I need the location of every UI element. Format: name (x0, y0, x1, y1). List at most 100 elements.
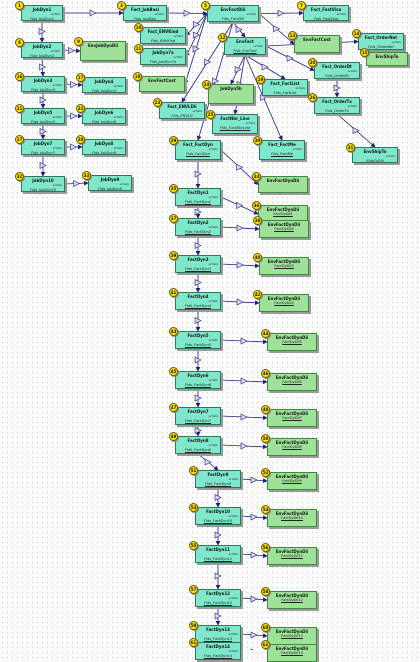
node-ref-link[interactable]: FactDyDii1 (273, 212, 293, 216)
node-ref-link[interactable]: Flds_JobDyn6 (91, 120, 116, 124)
node-ref-link[interactable]: Flds_ENVLD (171, 114, 193, 118)
node-ref-link[interactable]: Flds_JobDyn4 (91, 89, 116, 93)
node-ref-link[interactable]: FactDyDii5 (282, 340, 302, 344)
node-envfactdyndii[interactable]: EnvFactDynDii (258, 176, 308, 193)
node-ref-link[interactable]: Flds_JobDyn5 (30, 120, 55, 124)
node-ref-link[interactable]: Flds_JobDyn10 (29, 188, 57, 192)
node-ref-link[interactable]: Flds_FactNbrLine (219, 126, 251, 130)
node-ref-link[interactable]: Flds_JobDyn8 (91, 151, 116, 155)
node-ref-link[interactable]: Flds_FactMe (271, 152, 293, 156)
node-envjobdyndii[interactable]: EnvJobDynDii (80, 41, 126, 61)
node-ref-link[interactable]: Flds_FactList (273, 91, 297, 95)
node-envfactcost2[interactable]: EnvFactCost (139, 76, 185, 92)
node-ref-link[interactable]: FactDyDii4 (274, 301, 294, 305)
node-ref-link[interactable]: Flds_FactDyn10 (203, 519, 233, 523)
node-envshipto_top[interactable]: EnvShipTo (366, 52, 408, 66)
node-ref-link[interactable]: Flds_FactDyn14 (203, 654, 233, 658)
node-ref-link[interactable]: Flds_FactDyn3 (184, 267, 212, 271)
node-ref-link[interactable]: Flds_JobDyn1 (29, 17, 54, 21)
node-ref-link[interactable]: Flds_FactDyn5 (184, 343, 212, 347)
node-ref-link[interactable]: FactDyDii13 (281, 634, 303, 638)
node-ref-link[interactable]: Flds_FactDyn2 (184, 230, 212, 234)
node-ref-link[interactable]: FactDyDii7 (282, 416, 302, 420)
node-ref-link[interactable]: FactDyDii2 (274, 227, 294, 231)
node-ref-link[interactable]: Flds_OrderTx (325, 109, 349, 113)
node-ref-link[interactable]: Flds_FactDyn (186, 152, 210, 156)
node-ref-link[interactable]: FactDyDii3 (274, 264, 294, 268)
node-ref-link[interactable]: Flds_FactDyn9 (204, 482, 232, 486)
node-ref-link[interactable]: FactDyDii12 (281, 598, 303, 602)
node-ref-link[interactable]: Flds_FactDyn12 (203, 601, 233, 605)
node-ref-link[interactable]: Flds_FactDyn11 (203, 557, 233, 561)
node-ref-link[interactable]: Flds_FactDyn8 (184, 448, 212, 452)
node-ref-link[interactable]: FactDyDii10 (281, 516, 303, 520)
node-ref-link[interactable]: Flds_JobDyn9 (97, 187, 122, 191)
node-ref-link[interactable]: Flds_JobBasi (133, 17, 157, 21)
node-ref-link[interactable]: Flds_OrderNet (368, 45, 394, 49)
node-ref-link[interactable]: Flds_JobDyn2 (29, 54, 54, 58)
node-ref-link[interactable]: FactDyDii11 (281, 554, 303, 558)
node-ref-link[interactable]: FactDyDii6 (282, 380, 302, 384)
node-envfactcost[interactable]: EnvFactCost (294, 35, 340, 53)
node-ref-link[interactable]: Flds_JobDyn3 (30, 88, 55, 92)
node-ref-link[interactable]: FactDyDii9 (282, 479, 302, 483)
node-ref-link[interactable]: FactDyDii8 (282, 445, 302, 449)
node-jobdyn5b[interactable]: JobDyn5b (208, 84, 254, 104)
node-ref-link[interactable]: Flds_FactDyn1 (184, 200, 212, 204)
node-ref-link[interactable]: Flds_ENVKind (150, 39, 176, 43)
node-ref-link[interactable]: ShipToDiii (366, 159, 384, 163)
node-ref-link[interactable]: Flds_FastVisa (313, 17, 339, 21)
node-ref-link[interactable]: Flds_OrderDt (325, 74, 349, 78)
node-ref-link[interactable]: Flds_EnvFact (233, 49, 257, 53)
node-ref-link[interactable]: Flds_FactDyn13 (203, 637, 233, 641)
node-ref-link[interactable]: Flds_FactDiii (221, 17, 245, 21)
node-ref-link[interactable]: Flds_FactDyn6 (184, 383, 212, 387)
node-ref-link[interactable]: FactDyDii14 (281, 651, 303, 655)
node-ref-link[interactable]: Flds_JobDyn7a (149, 60, 177, 64)
node-ref-link[interactable]: Flds_FactDyn4 (184, 304, 212, 308)
